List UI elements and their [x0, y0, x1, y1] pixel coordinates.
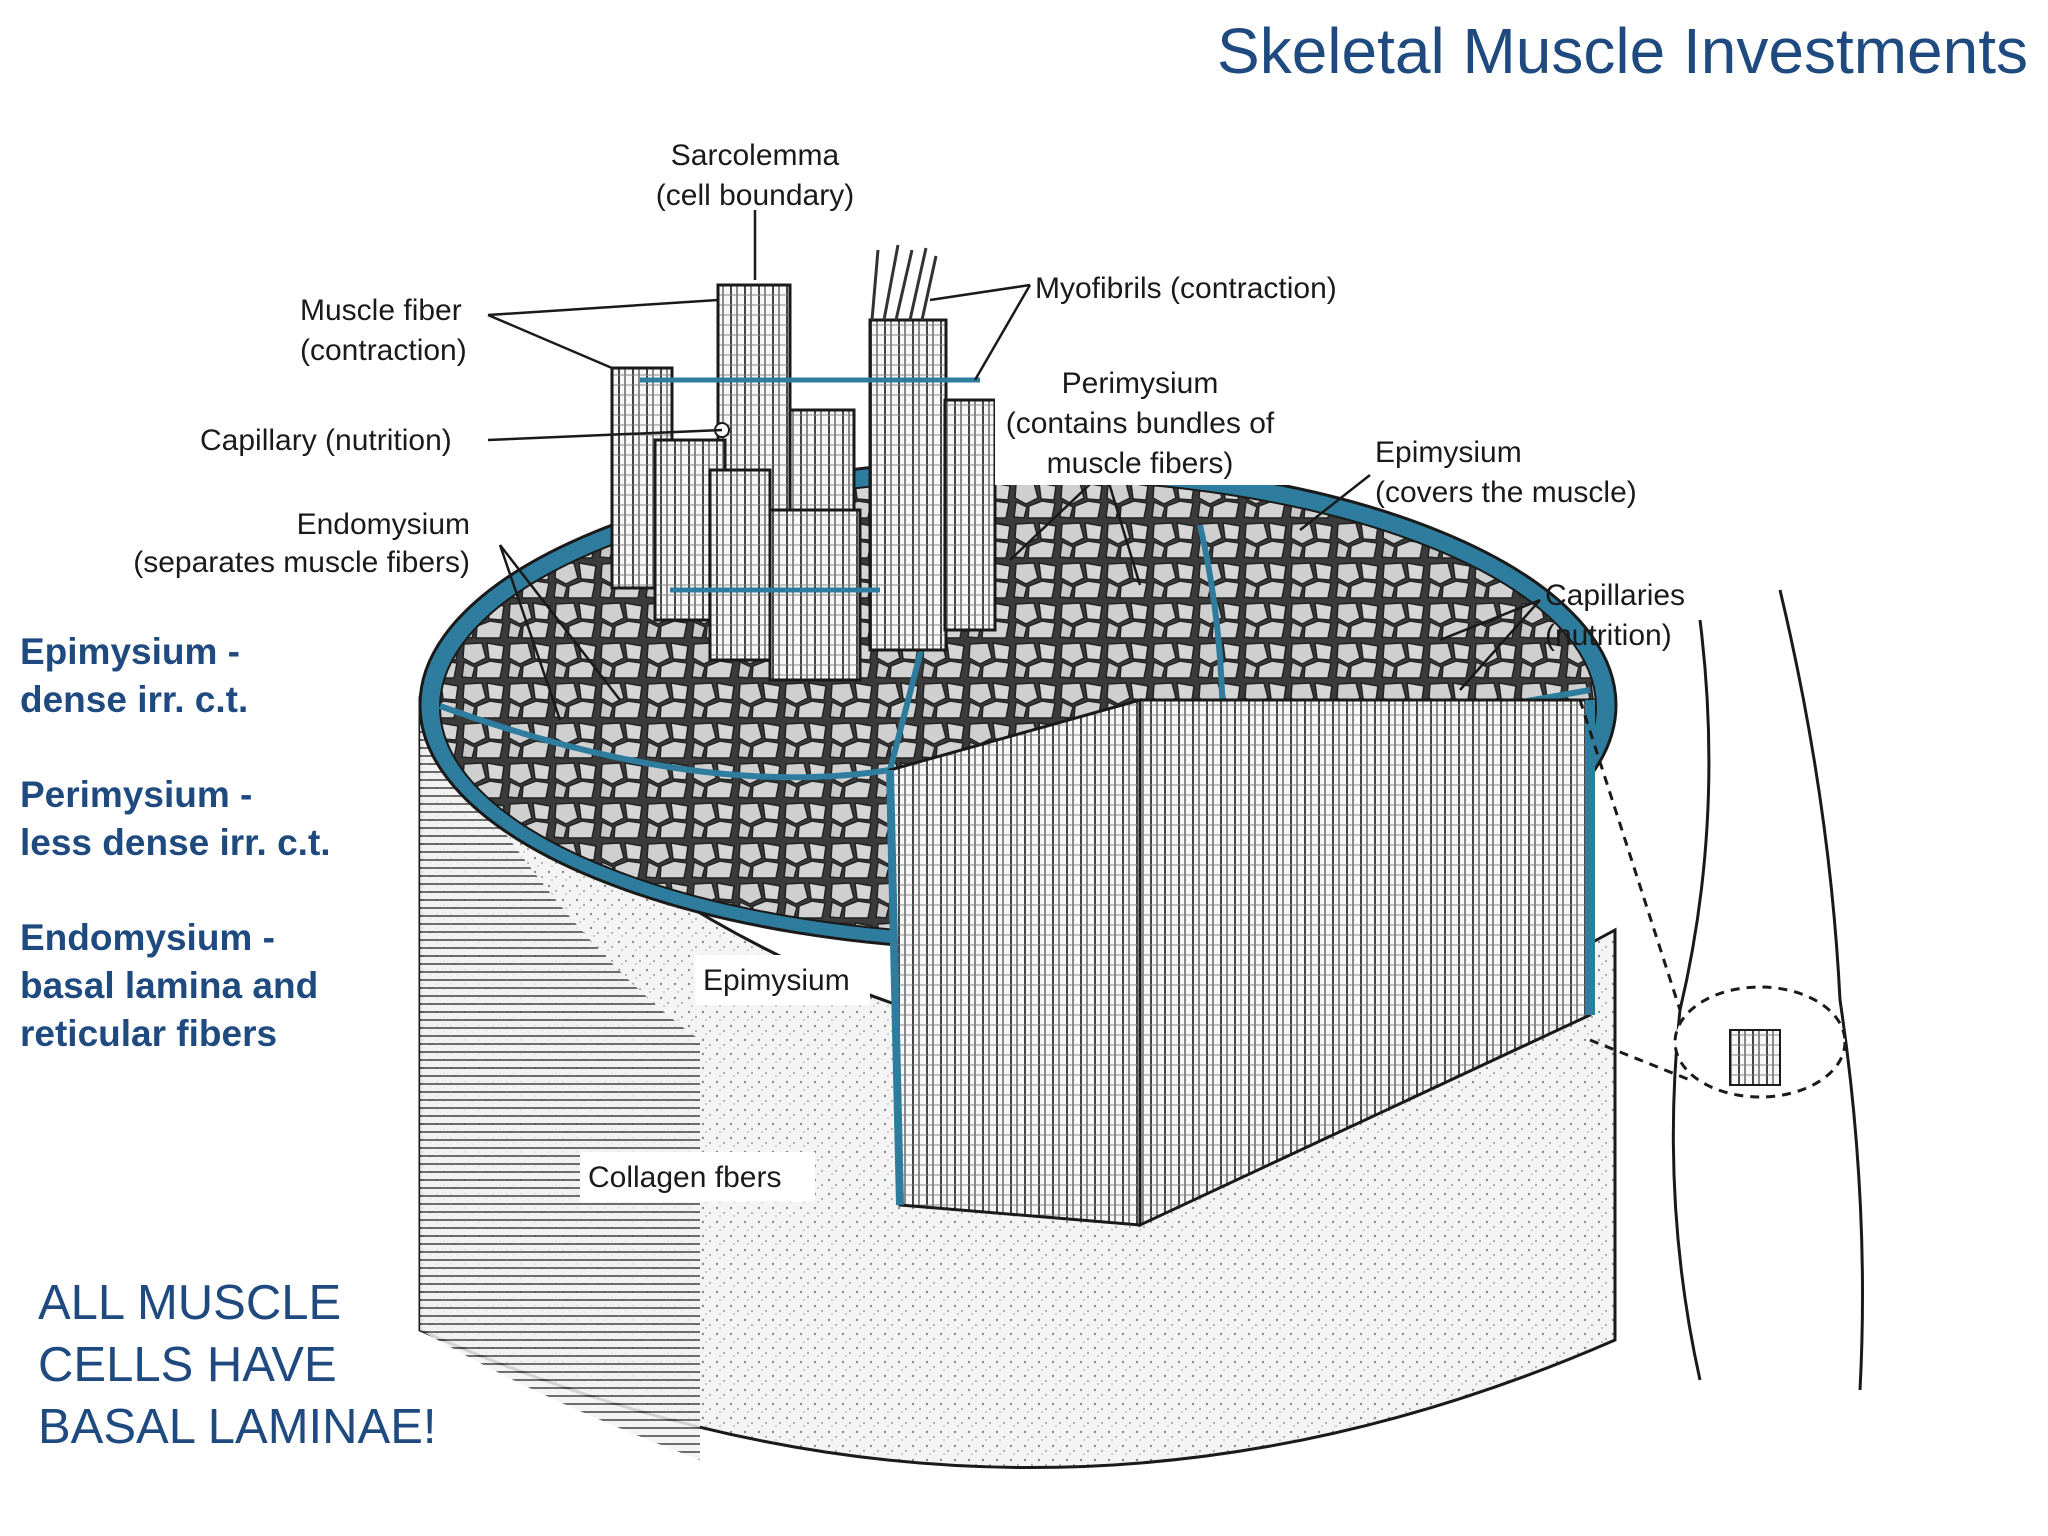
note-line: dense irr. c.t.: [20, 679, 249, 720]
label-line: Endomysium: [297, 508, 470, 541]
note-line: reticular fibers: [20, 1013, 278, 1054]
note-line: ALL MUSCLE: [38, 1276, 342, 1330]
label-line: Perimysium: [1062, 367, 1219, 400]
label-line: Muscle fiber: [300, 294, 462, 327]
label-line: (nutrition): [1545, 619, 1672, 652]
leader-lines: [487, 205, 1541, 721]
perimysium-note: Perimysium - less dense irr. c.t.: [20, 771, 331, 867]
label-line: Epimysium: [1375, 436, 1522, 469]
note-line: Epimysium -: [20, 631, 240, 672]
note-line: less dense irr. c.t.: [20, 822, 331, 863]
label-perimysium: Perimysium (contains bundles of muscle f…: [995, 365, 1305, 485]
epimysium-note: Epimysium - dense irr. c.t.: [20, 628, 248, 724]
label-epimysium-side: Epimysium: [695, 955, 870, 1005]
label-line: Capillaries: [1545, 579, 1685, 612]
label-muscle-fiber: Muscle fiber (contraction): [300, 294, 467, 367]
label-capillaries: Capillaries (nutrition): [1545, 579, 1685, 652]
label-line: Epimysium: [703, 964, 850, 997]
label-epimysium-top: Epimysium (covers the muscle): [1375, 436, 1637, 509]
basal-laminae-note: ALL MUSCLE CELLS HAVE BASAL LAMINAE!: [38, 1272, 437, 1458]
endomysium-note: Endomysium - basal lamina and reticular …: [20, 914, 318, 1058]
label-collagen: Collagen fbers: [580, 1152, 815, 1202]
label-line: Collagen fbers: [588, 1161, 781, 1194]
note-line: Endomysium -: [20, 917, 275, 958]
label-line: (separates muscle fibers): [133, 546, 470, 579]
label-line: Capillary (nutrition): [200, 424, 452, 457]
label-line: (contains bundles of: [1006, 407, 1275, 440]
label-endomysium: Endomysium (separates muscle fibers): [133, 508, 470, 579]
note-line: CELLS HAVE: [38, 1338, 337, 1392]
label-line: (contraction): [300, 334, 467, 367]
label-capillary: Capillary (nutrition): [200, 424, 452, 457]
label-line: (cell boundary): [656, 179, 854, 212]
cutaway-fibers: [886, 698, 1595, 1228]
slide-title: Skeletal Muscle Investments: [1217, 15, 2028, 87]
label-myofibrils: Myofibrils (contraction): [1035, 272, 1337, 305]
label-line: (covers the muscle): [1375, 476, 1637, 509]
note-line: Perimysium -: [20, 774, 253, 815]
label-line: muscle fibers): [1047, 447, 1234, 480]
label-line: Myofibrils (contraction): [1035, 272, 1337, 305]
note-line: basal lamina and: [20, 965, 319, 1006]
label-line: Sarcolemma: [671, 139, 840, 172]
label-sarcolemma: Sarcolemma (cell boundary): [640, 130, 870, 212]
note-line: BASAL LAMINAE!: [38, 1400, 437, 1454]
leg-sketch: [1578, 589, 1864, 1391]
protruding-fibers: [610, 244, 997, 682]
